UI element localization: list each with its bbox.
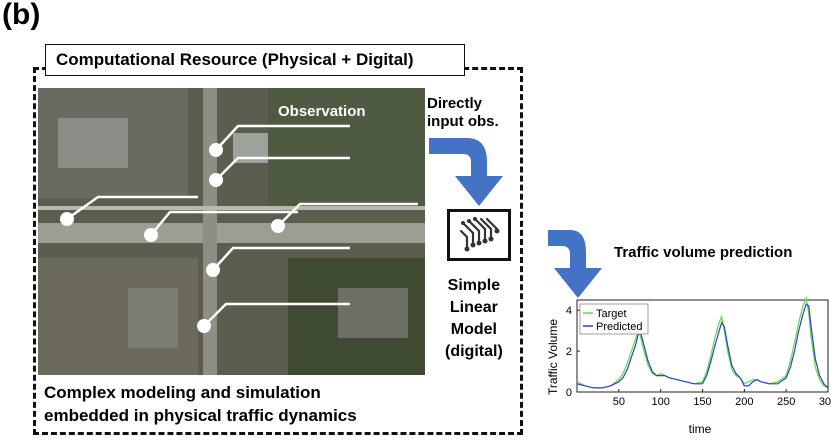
- x-tick-label: 100: [651, 396, 669, 408]
- curved-arrow-icon: [548, 230, 602, 298]
- y-tick-label: 2: [566, 346, 572, 358]
- direct-input-line-2: input obs.: [427, 113, 499, 130]
- observation-label: Observation: [278, 103, 366, 120]
- x-tick-label: 200: [735, 396, 753, 408]
- x-axis-label: time: [689, 422, 712, 436]
- caption-line-1: Complex modeling and simulation: [44, 383, 321, 402]
- series-line-target: [576, 296, 829, 389]
- model-label-line-2: Linear: [449, 299, 498, 316]
- panel-label: (b): [2, 0, 41, 31]
- direct-input-line-1: Directly: [427, 95, 483, 112]
- traffic-volume-chart: Traffic Volume time 50 100 150 200 250 300 0 2 4…: [546, 296, 831, 436]
- legend-label: Predicted: [596, 321, 642, 333]
- model-label-line-4: (digital): [445, 343, 503, 360]
- x-tick-label: 300: [819, 396, 831, 408]
- series-line-predicted: [576, 303, 829, 389]
- caption-line-2: embedded in physical traffic dynamics: [44, 406, 357, 425]
- y-tick-label: 4: [566, 305, 572, 317]
- prediction-label: Traffic volume prediction: [614, 244, 793, 261]
- y-axis-label: Traffic Volume: [546, 319, 560, 395]
- y-tick-label: 0: [566, 387, 572, 399]
- circuit-chip-icon: [447, 209, 511, 261]
- legend-box: [579, 303, 649, 335]
- model-label-line-3: Model: [450, 321, 497, 338]
- direct-input-label: Directly input obs.: [427, 95, 499, 131]
- x-tick-label: 250: [777, 396, 795, 408]
- x-tick-label: 150: [693, 396, 711, 408]
- aerial-photo: [38, 88, 425, 375]
- box-title: Computational Resource (Physical + Digit…: [45, 44, 465, 76]
- caption: Complex modeling and simulation embedded…: [44, 381, 357, 427]
- legend-label: Target: [596, 308, 627, 320]
- model-label-line-1: Simple: [447, 277, 501, 294]
- model-label: Simple Linear Model (digital): [445, 275, 503, 363]
- x-tick-label: 50: [613, 396, 625, 408]
- curved-arrow-icon: [429, 138, 503, 206]
